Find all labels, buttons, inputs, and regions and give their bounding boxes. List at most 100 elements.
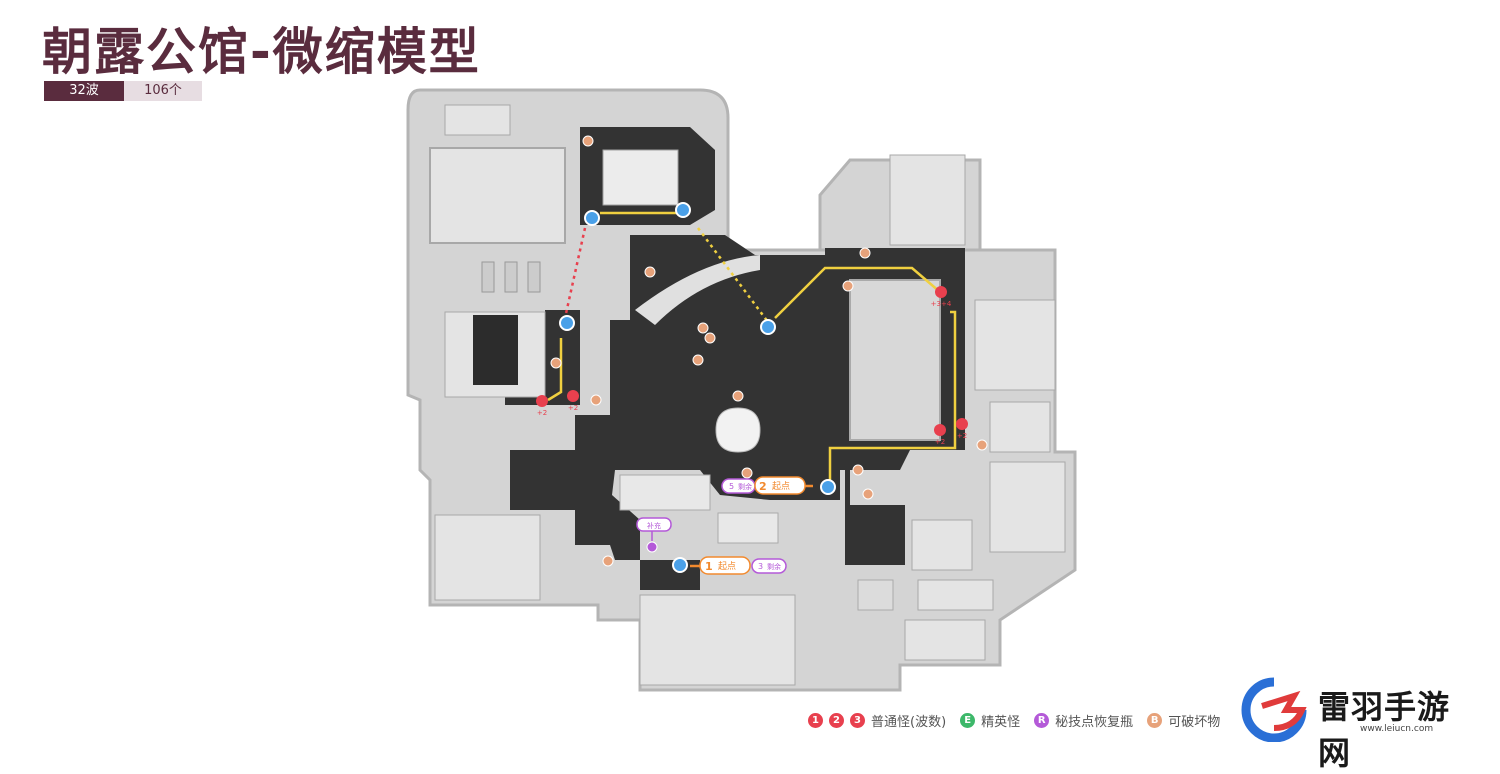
room-center-south: [619, 474, 711, 511]
b-circle-icon[interactable]: [704, 332, 716, 344]
route-line: [774, 266, 941, 319]
b-circle-icon[interactable]: [582, 135, 594, 147]
room-sw: [434, 514, 541, 601]
enemy-icon[interactable]: [934, 424, 946, 436]
watermark-url: www.leiucn.com: [1360, 724, 1434, 734]
route-line: [547, 338, 563, 402]
room-south-mid: [717, 512, 779, 544]
map-title: 朝露公馆-微缩模型: [42, 23, 481, 81]
start-1-marker: 1 起点 3 剩余: [699, 556, 787, 575]
normal-enemy-icon: 1: [808, 712, 823, 728]
b-circle-icon[interactable]: [859, 247, 871, 259]
supply-label: 补充: [647, 521, 661, 530]
enemy-icon[interactable]: [567, 390, 579, 402]
room-far-se: [904, 619, 986, 661]
room-center-east: [849, 279, 941, 441]
b-circle-icon[interactable]: [842, 280, 854, 292]
teleport-anchor-icon[interactable]: [584, 210, 600, 226]
wave-count: 32波: [44, 81, 124, 101]
wave-chain-label: +3+4: [931, 300, 952, 308]
b-circle-icon[interactable]: [590, 394, 602, 406]
room-nw: [429, 147, 566, 244]
normal-enemy-icon: 2: [829, 712, 844, 728]
recovery-icon[interactable]: [646, 541, 658, 553]
b-circle-icon[interactable]: [644, 266, 656, 278]
room-se: [989, 461, 1066, 553]
room-se-small: [911, 519, 973, 571]
start-label: 起点: [718, 561, 736, 572]
wave-plus-label: +2: [935, 438, 945, 446]
enemy-icon[interactable]: [935, 286, 947, 298]
supply-marker: 补充: [636, 517, 672, 553]
breakable-markers: [550, 135, 988, 567]
elite-icon: E: [960, 712, 976, 728]
pillar-3: [527, 261, 541, 293]
legend-breakable-label: 可破坏物: [1168, 714, 1221, 730]
room-ne: [889, 154, 966, 246]
teleport-anchor-icon[interactable]: [820, 479, 836, 495]
b-circle-icon[interactable]: [602, 555, 614, 567]
map-canvas: +2 +2 +3+4 +2 +2 5 剩余 2 起点 1 起点 3 剩余: [406, 88, 1077, 692]
room-se-bottom: [917, 579, 994, 611]
courtyard-fountain: [715, 407, 761, 453]
teleport-markers: [559, 202, 836, 573]
room-south: [639, 594, 796, 686]
teleport-anchor-icon[interactable]: [675, 202, 691, 218]
room-east: [974, 299, 1056, 391]
wave-plus-label: +2: [568, 404, 578, 412]
wave-plus-label: +2: [957, 432, 967, 440]
watermark-icon: [1241, 677, 1307, 742]
start-num: 1: [705, 560, 713, 573]
remain-label: 剩余: [738, 482, 752, 491]
b-circle-icon[interactable]: [852, 464, 864, 476]
enemy-markers: +2 +2 +3+4 +2 +2: [536, 286, 968, 446]
legend: 1 2 3 普通怪(波数) E 精英怪 R 秘技点恢复瓶 B 可破坏物: [808, 709, 1234, 731]
teleport-anchor-icon[interactable]: [672, 557, 688, 573]
logo-arc-blue: [1241, 677, 1307, 742]
remain-num: 5: [729, 482, 734, 491]
remain-num: 3: [758, 562, 763, 571]
b-circle-icon[interactable]: [692, 354, 704, 366]
start-num: 2: [759, 480, 767, 493]
remain-label: 剩余: [767, 562, 781, 571]
dark-east-room: [845, 505, 905, 565]
teleport-anchor-icon[interactable]: [760, 319, 776, 335]
legend-normal-label: 普通怪(波数): [871, 714, 947, 730]
watermark-logo: 雷羽手游网 www.leiucn.com: [1232, 676, 1482, 772]
pillar-1: [481, 261, 495, 293]
start-badge[interactable]: [754, 476, 806, 495]
legend-recovery-label: 秘技点恢复瓶: [1055, 714, 1134, 730]
route-line: [828, 310, 957, 485]
teleport-anchor-icon[interactable]: [559, 315, 575, 331]
b-circle-icon[interactable]: [550, 357, 562, 369]
recovery-icon: R: [1034, 712, 1050, 728]
room-east-small: [989, 401, 1051, 453]
b-circle-icon[interactable]: [697, 322, 709, 334]
b-circle-icon[interactable]: [732, 390, 744, 402]
enemy-icon[interactable]: [536, 395, 548, 407]
breakable-icon: B: [1147, 712, 1163, 728]
enemy-count: 106个: [124, 81, 202, 101]
normal-enemy-icon: 3: [850, 712, 865, 728]
enemy-icon[interactable]: [956, 418, 968, 430]
route-line: [696, 227, 770, 323]
courtyard-walkway: [635, 255, 760, 325]
start-2-marker: 5 剩余 2 起点: [721, 476, 806, 495]
wave-plus-label: +2: [537, 409, 547, 417]
remain-badge[interactable]: [751, 558, 787, 574]
map-floor: [406, 88, 1077, 692]
b-circle-icon[interactable]: [976, 439, 988, 451]
route-line: [563, 227, 587, 319]
legend-elite-label: 精英怪: [981, 714, 1021, 730]
start-badge[interactable]: [699, 556, 751, 575]
room-west-dark: [473, 315, 518, 385]
pillar-2: [504, 261, 518, 293]
logo-arc-red: [1261, 690, 1307, 731]
supply-badge[interactable]: [636, 517, 672, 532]
b-circle-icon[interactable]: [862, 488, 874, 500]
room-n-inner: [602, 149, 679, 206]
stats-bar: 32波 106个: [44, 81, 202, 101]
room-top-left: [444, 104, 511, 136]
b-circle-icon[interactable]: [741, 467, 753, 479]
stairs-south: [857, 579, 894, 611]
